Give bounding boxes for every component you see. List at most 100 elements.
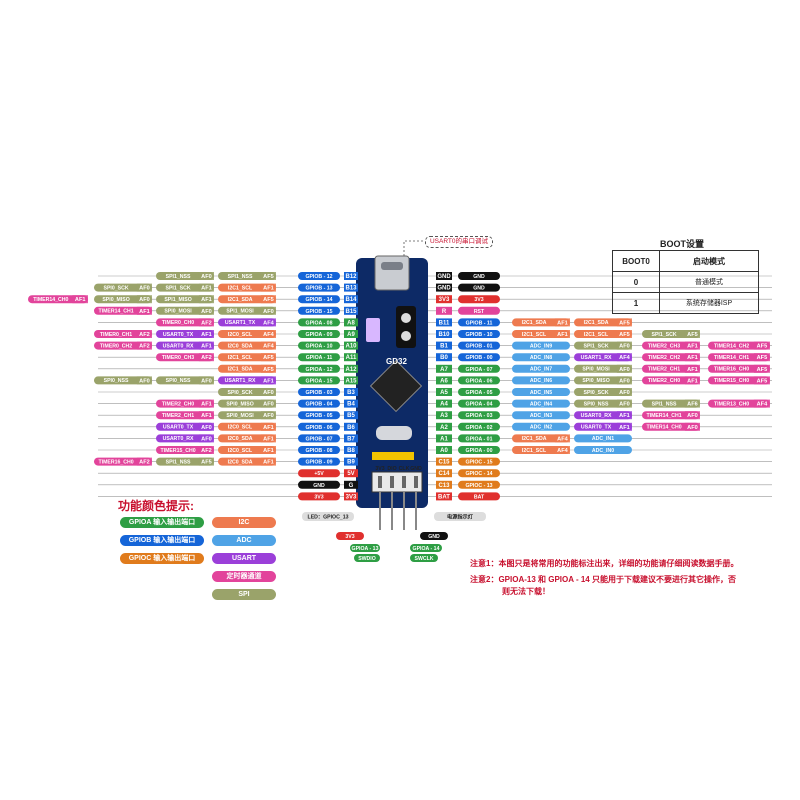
left-fn-label: USART0_RX <box>163 343 194 349</box>
right-fn-af-box <box>616 376 632 385</box>
right-fn-af: AF1 <box>557 332 568 338</box>
left-fn-af: AF2 <box>139 344 150 350</box>
right-fn-af-box <box>753 376 770 385</box>
right-gpio-A1 <box>458 434 500 443</box>
left-gpio-G <box>298 480 340 489</box>
left-fn-af-box <box>136 330 152 338</box>
right-fn <box>574 434 632 443</box>
right-fn-af: AF0 <box>687 425 698 431</box>
right-pin-label: A3 <box>440 413 448 419</box>
left-fn-label: I2C0_SCL <box>228 425 253 431</box>
power-indicator-box <box>434 512 486 521</box>
left-fn-label: TIMER2_CH1 <box>162 413 194 419</box>
left-pin-label: B9 <box>347 460 355 466</box>
left-pin-A12 <box>344 364 358 373</box>
left-fn-label: TIMER16_CH0 <box>98 459 133 465</box>
left-fn-af: AF5 <box>263 355 274 361</box>
left-pin-label: B6 <box>347 425 355 431</box>
left-fn-af: AF0 <box>139 297 150 303</box>
right-fn-af-box <box>753 353 770 362</box>
left-fn-af-box <box>136 376 152 385</box>
left-gpio-label: GPIOA - 12 <box>306 367 333 373</box>
right-fn-label: USART0_TX <box>581 425 612 431</box>
right-fn-label: ADC_IN4 <box>530 401 552 407</box>
right-fn-label: ADC_IN2 <box>530 425 552 431</box>
left-fn-af-box <box>198 399 214 408</box>
left-fn-af-box <box>260 411 276 420</box>
left-fn-af: AF4 <box>263 332 274 338</box>
right-fn-af: AF4 <box>557 436 568 442</box>
right-fn <box>574 446 632 454</box>
left-pin-A9 <box>344 330 358 338</box>
left-gpio-3V3 <box>298 492 340 501</box>
right-fn-af: AF0 <box>619 344 630 350</box>
left-fn-af-box <box>198 446 214 454</box>
right-pin-label: BAT <box>438 494 450 500</box>
left-fn-label: SPI1_NSS <box>166 459 191 465</box>
left-gpio-label: GPIOB - 04 <box>305 402 332 408</box>
right-fn-af: AF5 <box>757 367 768 373</box>
right-fn-label: TIMER14_CH2 <box>714 343 749 349</box>
right-fn-af: AF6 <box>687 402 698 408</box>
left-gpio-label: GPIOA - 10 <box>306 344 333 350</box>
left-fn-label: SPI1_MOSI <box>226 309 254 315</box>
left-fn-af-box <box>260 376 276 385</box>
left-fn-label: I2C1_SCL <box>228 285 253 291</box>
right-pin-A3 <box>436 411 452 420</box>
right-pin-B1 <box>436 341 452 350</box>
bottom-gpioa13-label: GPIOA - 13 <box>352 546 379 552</box>
left-pin-label: B5 <box>347 413 355 419</box>
right-gpio-label: GPIOB - 11 <box>466 320 493 326</box>
left-fn-af: AF0 <box>263 413 274 419</box>
right-fn-label: I2C1_SCL <box>522 332 547 338</box>
left-gpio-B14 <box>298 295 340 304</box>
right-fn-label: TIMER2_CH1 <box>648 367 680 373</box>
right-gpio-R <box>458 306 500 315</box>
right-pin-A4 <box>436 399 452 408</box>
usb-c-port <box>374 255 410 291</box>
left-pin-label: B12 <box>345 274 357 280</box>
left-pin-label: G <box>349 483 354 489</box>
right-gpio-label: GPIOA - 07 <box>466 367 493 373</box>
usart-debug-connector <box>403 240 425 256</box>
right-fn <box>512 388 570 396</box>
bottom-gpioa14-label: GPIOA - 14 <box>413 546 440 552</box>
right-fn-af-box <box>616 364 632 373</box>
right-fn-label: SPI1_SCK <box>651 332 676 338</box>
right-fn <box>512 411 570 420</box>
left-fn-label: SPI1_SCK <box>165 285 190 291</box>
right-fn-af-box <box>616 318 632 327</box>
left-gpio-B9 <box>298 457 340 466</box>
right-fn-label: TIMER2_CH2 <box>648 355 680 361</box>
right-fn-label: TIMER2_CH3 <box>648 343 680 349</box>
right-pin-C13 <box>436 480 452 489</box>
right-fn-af: AF5 <box>757 378 768 384</box>
left-fn-af: AF5 <box>263 367 274 373</box>
right-fn-af-box <box>616 341 632 350</box>
right-pin-label: B1 <box>440 344 448 350</box>
led-label: LED：GPIOC_13 <box>308 515 349 521</box>
left-pin-5V <box>344 469 358 478</box>
right-fn-label: TIMER2_CH0 <box>648 378 680 384</box>
left-gpio-label: GPIOB - 15 <box>305 309 332 315</box>
left-fn-label: I2C1_SDA <box>228 367 253 373</box>
right-fn-af: AF4 <box>757 402 768 408</box>
left-fn-af: AF2 <box>201 355 212 361</box>
bottom-gnd-label: GND <box>428 534 440 540</box>
right-pin-A2 <box>436 422 452 431</box>
right-fn-af: AF0 <box>619 402 630 408</box>
right-pin-A7 <box>436 364 452 373</box>
right-fn-af: AF5 <box>619 332 630 338</box>
left-pin-A8 <box>344 318 358 327</box>
right-fn-label: USART1_RX <box>581 355 612 361</box>
right-pin-GND <box>436 283 452 292</box>
right-pin-label: B10 <box>438 332 450 338</box>
right-fn-af-box <box>753 399 770 408</box>
left-fn-af-box <box>198 272 214 280</box>
left-pin-label: B7 <box>347 436 355 442</box>
left-gpio-A9 <box>298 330 340 338</box>
left-fn-label: TIMER0_CH3 <box>162 355 194 361</box>
left-gpio-label: GPIOA - 09 <box>306 332 333 338</box>
right-gpio-label: GPIOC - 15 <box>465 460 492 466</box>
right-pin-label: A0 <box>440 448 448 454</box>
